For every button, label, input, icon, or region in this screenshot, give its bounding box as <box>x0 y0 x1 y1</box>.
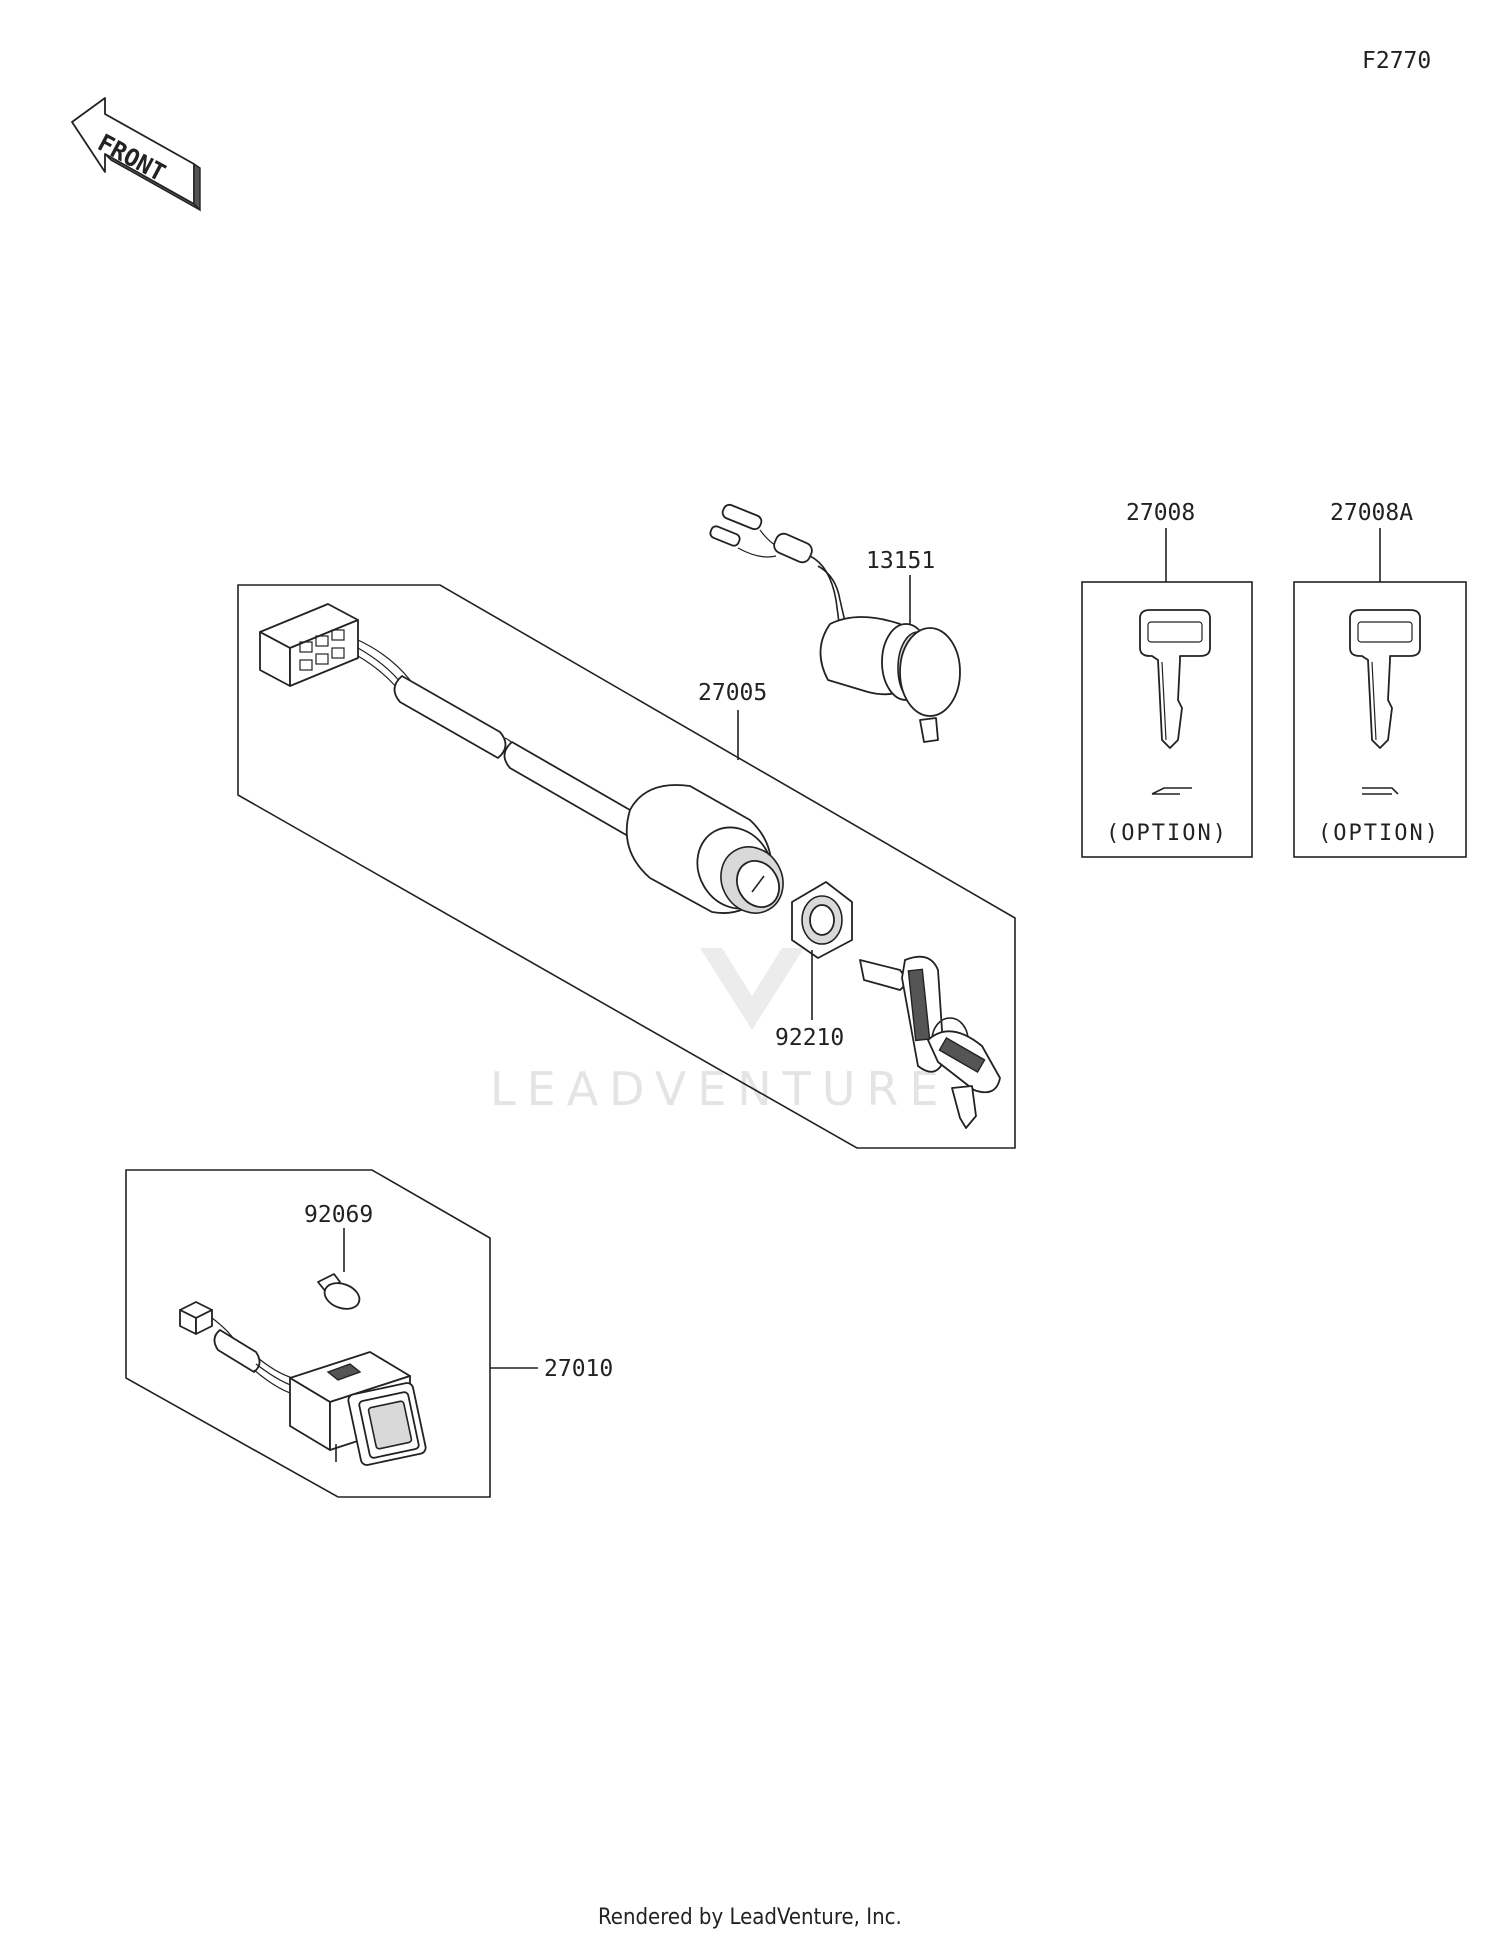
part-label-27010: 27010 <box>544 1356 613 1382</box>
option-label-27008a: (OPTION) <box>1318 821 1440 846</box>
watermark-text: LEADVENTURE <box>490 1062 950 1116</box>
key-blank-27008a: 27008A (OPTION) <box>1293 500 1467 858</box>
bulb-92069 <box>317 1273 361 1310</box>
frame-27008 <box>1081 581 1253 858</box>
ignition-switch-group: 27005 92210 <box>237 584 1016 1149</box>
part-label-27008: 27008 <box>1126 500 1195 526</box>
group-frame-27005 <box>237 584 1016 1149</box>
watermark: LEADVENTURE <box>490 948 950 1116</box>
front-arrow-icon: FRONT <box>71 97 201 212</box>
ignition-switch-body <box>625 784 784 914</box>
keys-icon <box>859 955 1001 1129</box>
ignition-connector <box>259 603 359 687</box>
group-frame-27010 <box>125 1169 491 1498</box>
part-label-27005: 27005 <box>698 680 767 706</box>
socket-13151: 13151 <box>709 503 961 743</box>
figure-code: F2770 <box>1362 48 1431 74</box>
nut-92210 <box>791 881 853 959</box>
frame-27008a <box>1293 581 1467 858</box>
footer-credit: Rendered by LeadVenture, Inc. <box>598 1905 902 1930</box>
part-label-27008a: 27008A <box>1330 500 1413 526</box>
part-label-92069: 92069 <box>304 1202 373 1228</box>
key-blank-27008: 27008 (OPTION) <box>1081 500 1253 858</box>
switch-group-27010: 92069 27010 <box>125 1169 613 1498</box>
part-label-13151: 13151 <box>866 548 935 574</box>
part-label-92210: 92210 <box>775 1025 844 1051</box>
option-label-27008: (OPTION) <box>1106 821 1228 846</box>
